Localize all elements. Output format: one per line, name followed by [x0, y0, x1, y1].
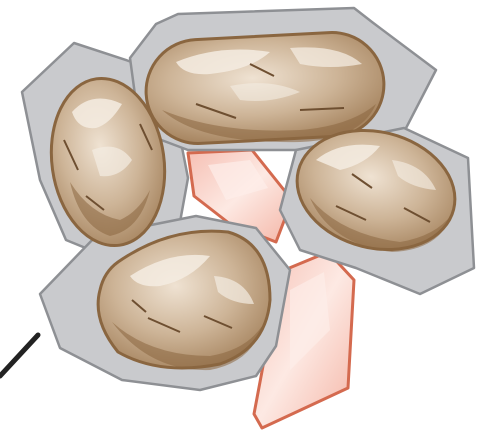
pointer-line	[0, 335, 38, 376]
grain-top	[143, 30, 386, 146]
